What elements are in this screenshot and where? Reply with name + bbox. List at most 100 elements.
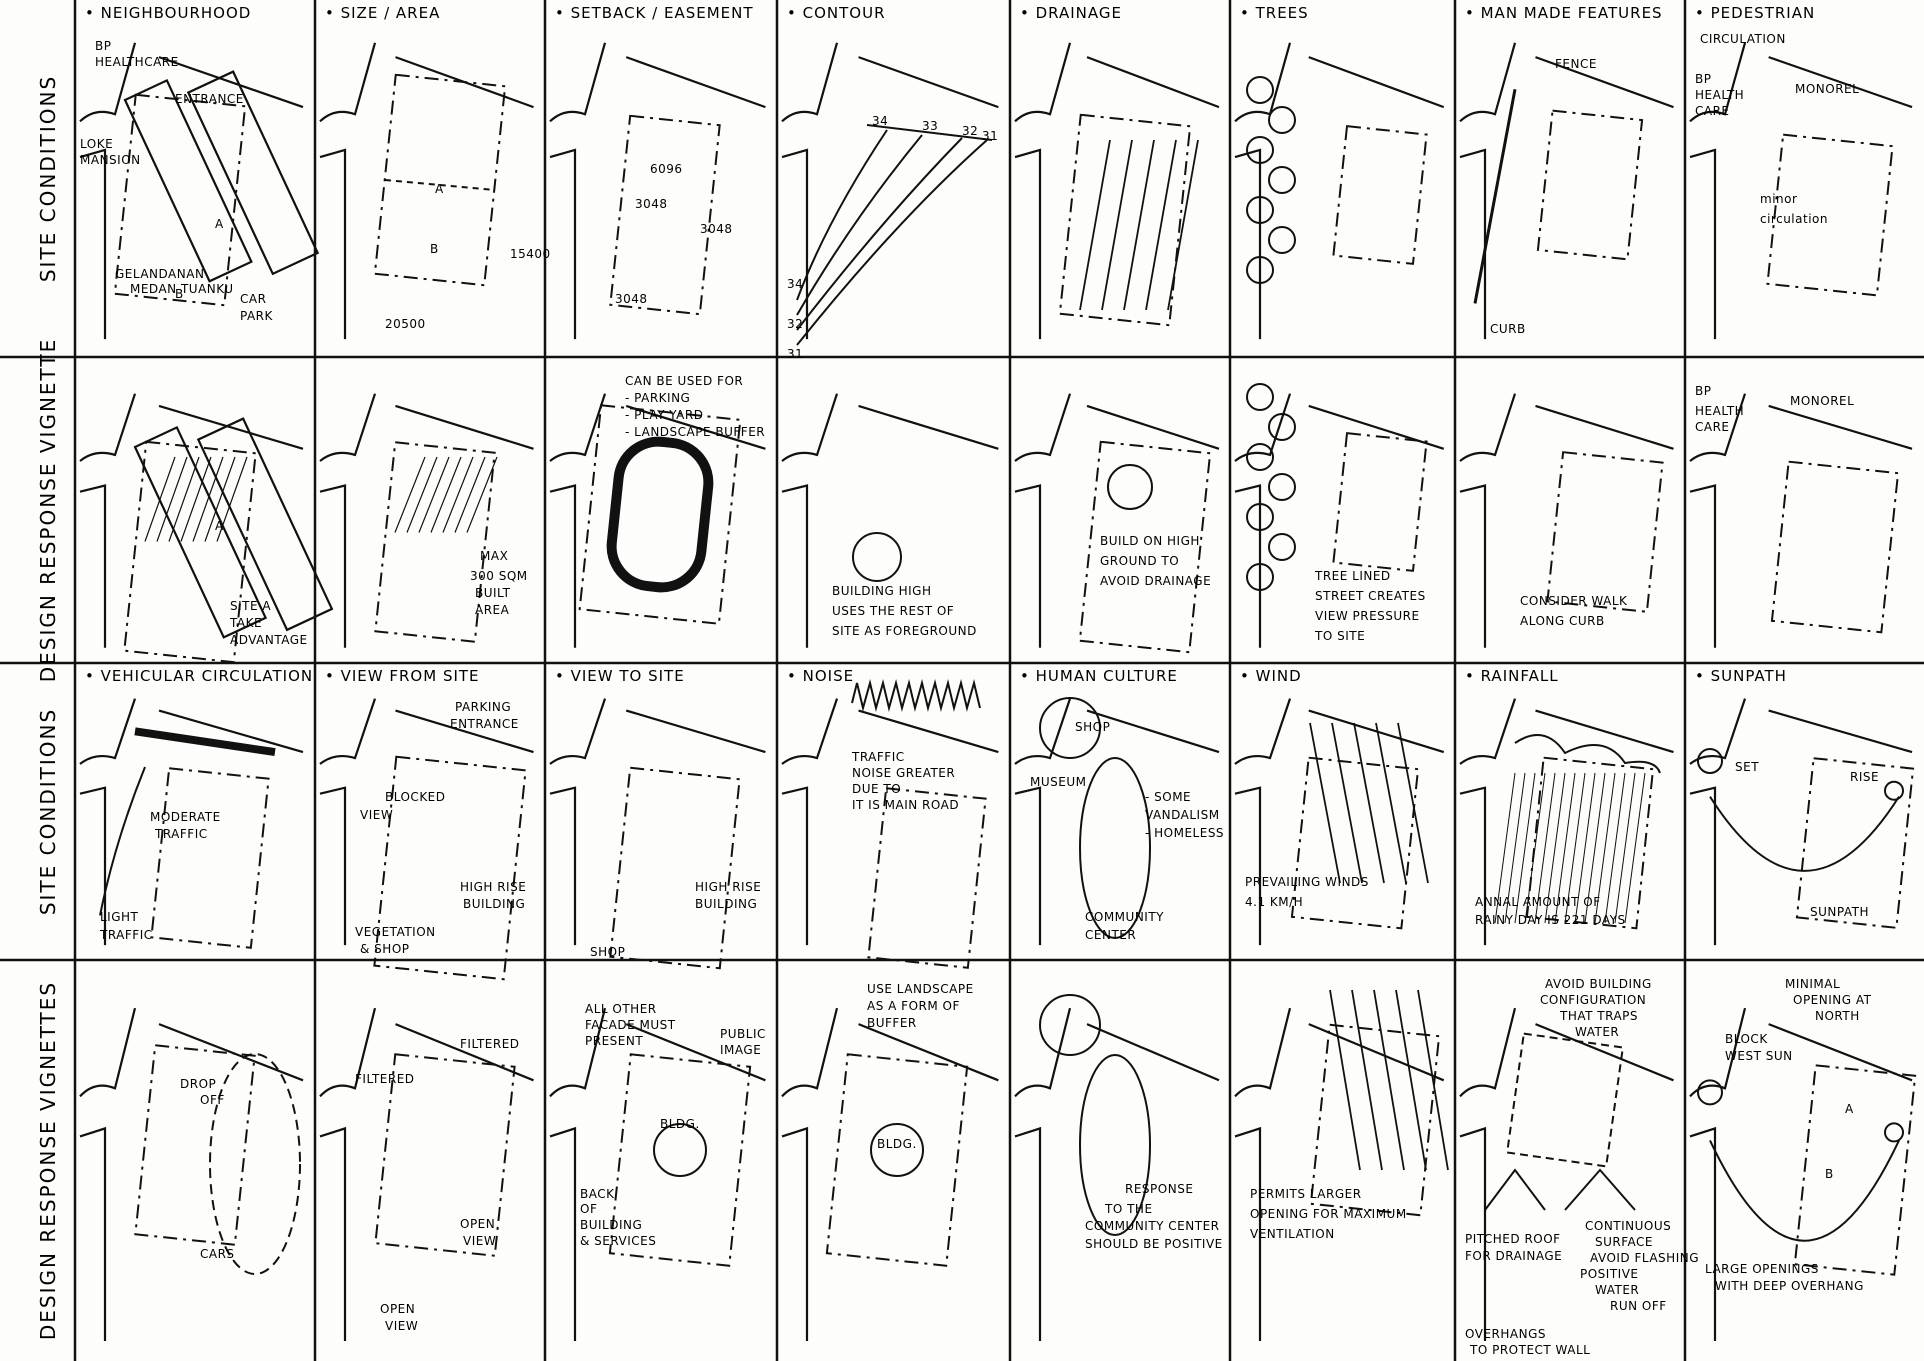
sketch-annotation: 6096 (650, 162, 683, 176)
pitched-roof-sketch (1564, 1168, 1636, 1211)
road-line (1234, 484, 1262, 648)
tree-icon (1268, 473, 1296, 501)
sketch-annotation: ANNAL AMOUNT OF (1475, 895, 1601, 909)
road-line (79, 42, 137, 123)
sketch-annotation: FILTERED (460, 1037, 520, 1051)
sketch-annotation: STREET CREATES (1315, 589, 1426, 603)
sketch-annotation: VEGETATION (355, 925, 436, 939)
cell-title: • RAINFALL (1465, 667, 1559, 685)
sketch-annotation: HIGH RISE (695, 880, 761, 894)
site-boundary (1332, 432, 1428, 572)
road-line (158, 1023, 304, 1082)
rain-line (1504, 772, 1526, 924)
road-line (79, 148, 107, 340)
road-line (781, 484, 809, 648)
sketch-annotation: VENTILATION (1250, 1227, 1335, 1241)
tree-icon (1246, 503, 1274, 531)
site-boundary (373, 755, 527, 981)
sketch-annotation: HEALTHCARE (95, 55, 179, 69)
road-line (1535, 56, 1674, 109)
sketch-annotation: MAX (480, 549, 508, 563)
cell-title: • VEHICULAR CIRCULATION (85, 667, 313, 685)
sketch-annotation: HIGH RISE (460, 880, 526, 894)
flow-arrow (1373, 989, 1405, 1171)
sketch-annotation: OPENING FOR MAXIMUM (1250, 1207, 1407, 1221)
tree-icon (1268, 413, 1296, 441)
noise-zigzag (851, 679, 981, 712)
building-marker (653, 1123, 707, 1177)
road-line (1308, 709, 1445, 754)
sketch-annotation: TRAFFIC (99, 928, 153, 942)
cell-title: • SETBACK / EASEMENT (555, 4, 754, 22)
sketch-annotation: FILTERED (355, 1072, 415, 1086)
site-boundary (1332, 125, 1428, 265)
hatch-line (204, 456, 236, 542)
flow-arrow (1309, 722, 1341, 884)
flow-arrow (1079, 139, 1111, 311)
sketch-annotation: B (1825, 1167, 1834, 1181)
rain-line (1514, 772, 1536, 924)
road-line (1086, 56, 1220, 109)
cell-title: • HUMAN CULTURE (1020, 667, 1178, 685)
contour-line (796, 137, 963, 331)
road-line (1768, 1023, 1913, 1082)
sketch-annotation: BUILDING HIGH (832, 584, 932, 598)
road-line (79, 1126, 107, 1341)
site-boundary (123, 440, 257, 664)
main-road (134, 727, 276, 757)
road-line (1014, 148, 1042, 340)
flow-arrow (1329, 989, 1361, 1171)
sketch-annotation: BACK (580, 1187, 615, 1201)
road-line (158, 709, 304, 754)
sketch-annotation: A (215, 519, 224, 533)
road-line (1459, 786, 1487, 946)
flow-arrow (1375, 722, 1407, 884)
hatch-line (418, 456, 450, 533)
road-line (319, 148, 347, 340)
road-line (1086, 709, 1220, 754)
flow-arrow (1417, 989, 1449, 1171)
sun-path-arc (1709, 796, 1900, 872)
sketch-annotation: 4.1 KM/H (1245, 895, 1303, 909)
road-line (79, 484, 107, 648)
sketch-annotation: BUILDING (580, 1218, 642, 1232)
rain-line (1584, 772, 1606, 924)
hatch-line (430, 456, 462, 533)
road-line (1086, 1023, 1220, 1082)
cell-title: • NOISE (787, 667, 854, 685)
road-line (1459, 484, 1487, 648)
sketch-annotation: GELANDANAN (115, 267, 204, 281)
cell-title: • SUNPATH (1695, 667, 1787, 685)
sketch-annotation: BUILDING (695, 897, 757, 911)
road-line (858, 56, 999, 109)
road-line (1234, 1007, 1292, 1098)
contour-baseline (866, 124, 993, 141)
road-line (781, 42, 839, 123)
cells: • NEIGHBOURHOODBPHEALTHCAREENTRANCELOKEM… (79, 4, 1917, 1357)
sketch-annotation: MONOREL (1795, 82, 1859, 96)
site-boundary (113, 93, 247, 307)
road-line (1459, 1126, 1487, 1341)
sketch-annotation: AS A FORM OF (867, 999, 960, 1013)
sketch-annotation: 32 (962, 124, 978, 138)
community-center-outline (1079, 757, 1151, 939)
site-boundary (374, 1053, 516, 1257)
row-label: DESIGN RESPONSE VIGNETTE (36, 338, 60, 683)
road-line (781, 393, 839, 462)
tree-icon (1246, 443, 1274, 471)
cell-title: • NEIGHBOURHOOD (85, 4, 251, 22)
road-line (858, 1023, 999, 1082)
road-line (1689, 148, 1717, 340)
sketch-annotation: DUE TO (852, 782, 901, 796)
sketch-annotation: VIEW (385, 1319, 418, 1333)
site-boundary (1546, 451, 1664, 613)
sketch-annotation: PARKING (455, 700, 511, 714)
building-marker (1107, 464, 1153, 510)
hatch-line (192, 456, 224, 542)
